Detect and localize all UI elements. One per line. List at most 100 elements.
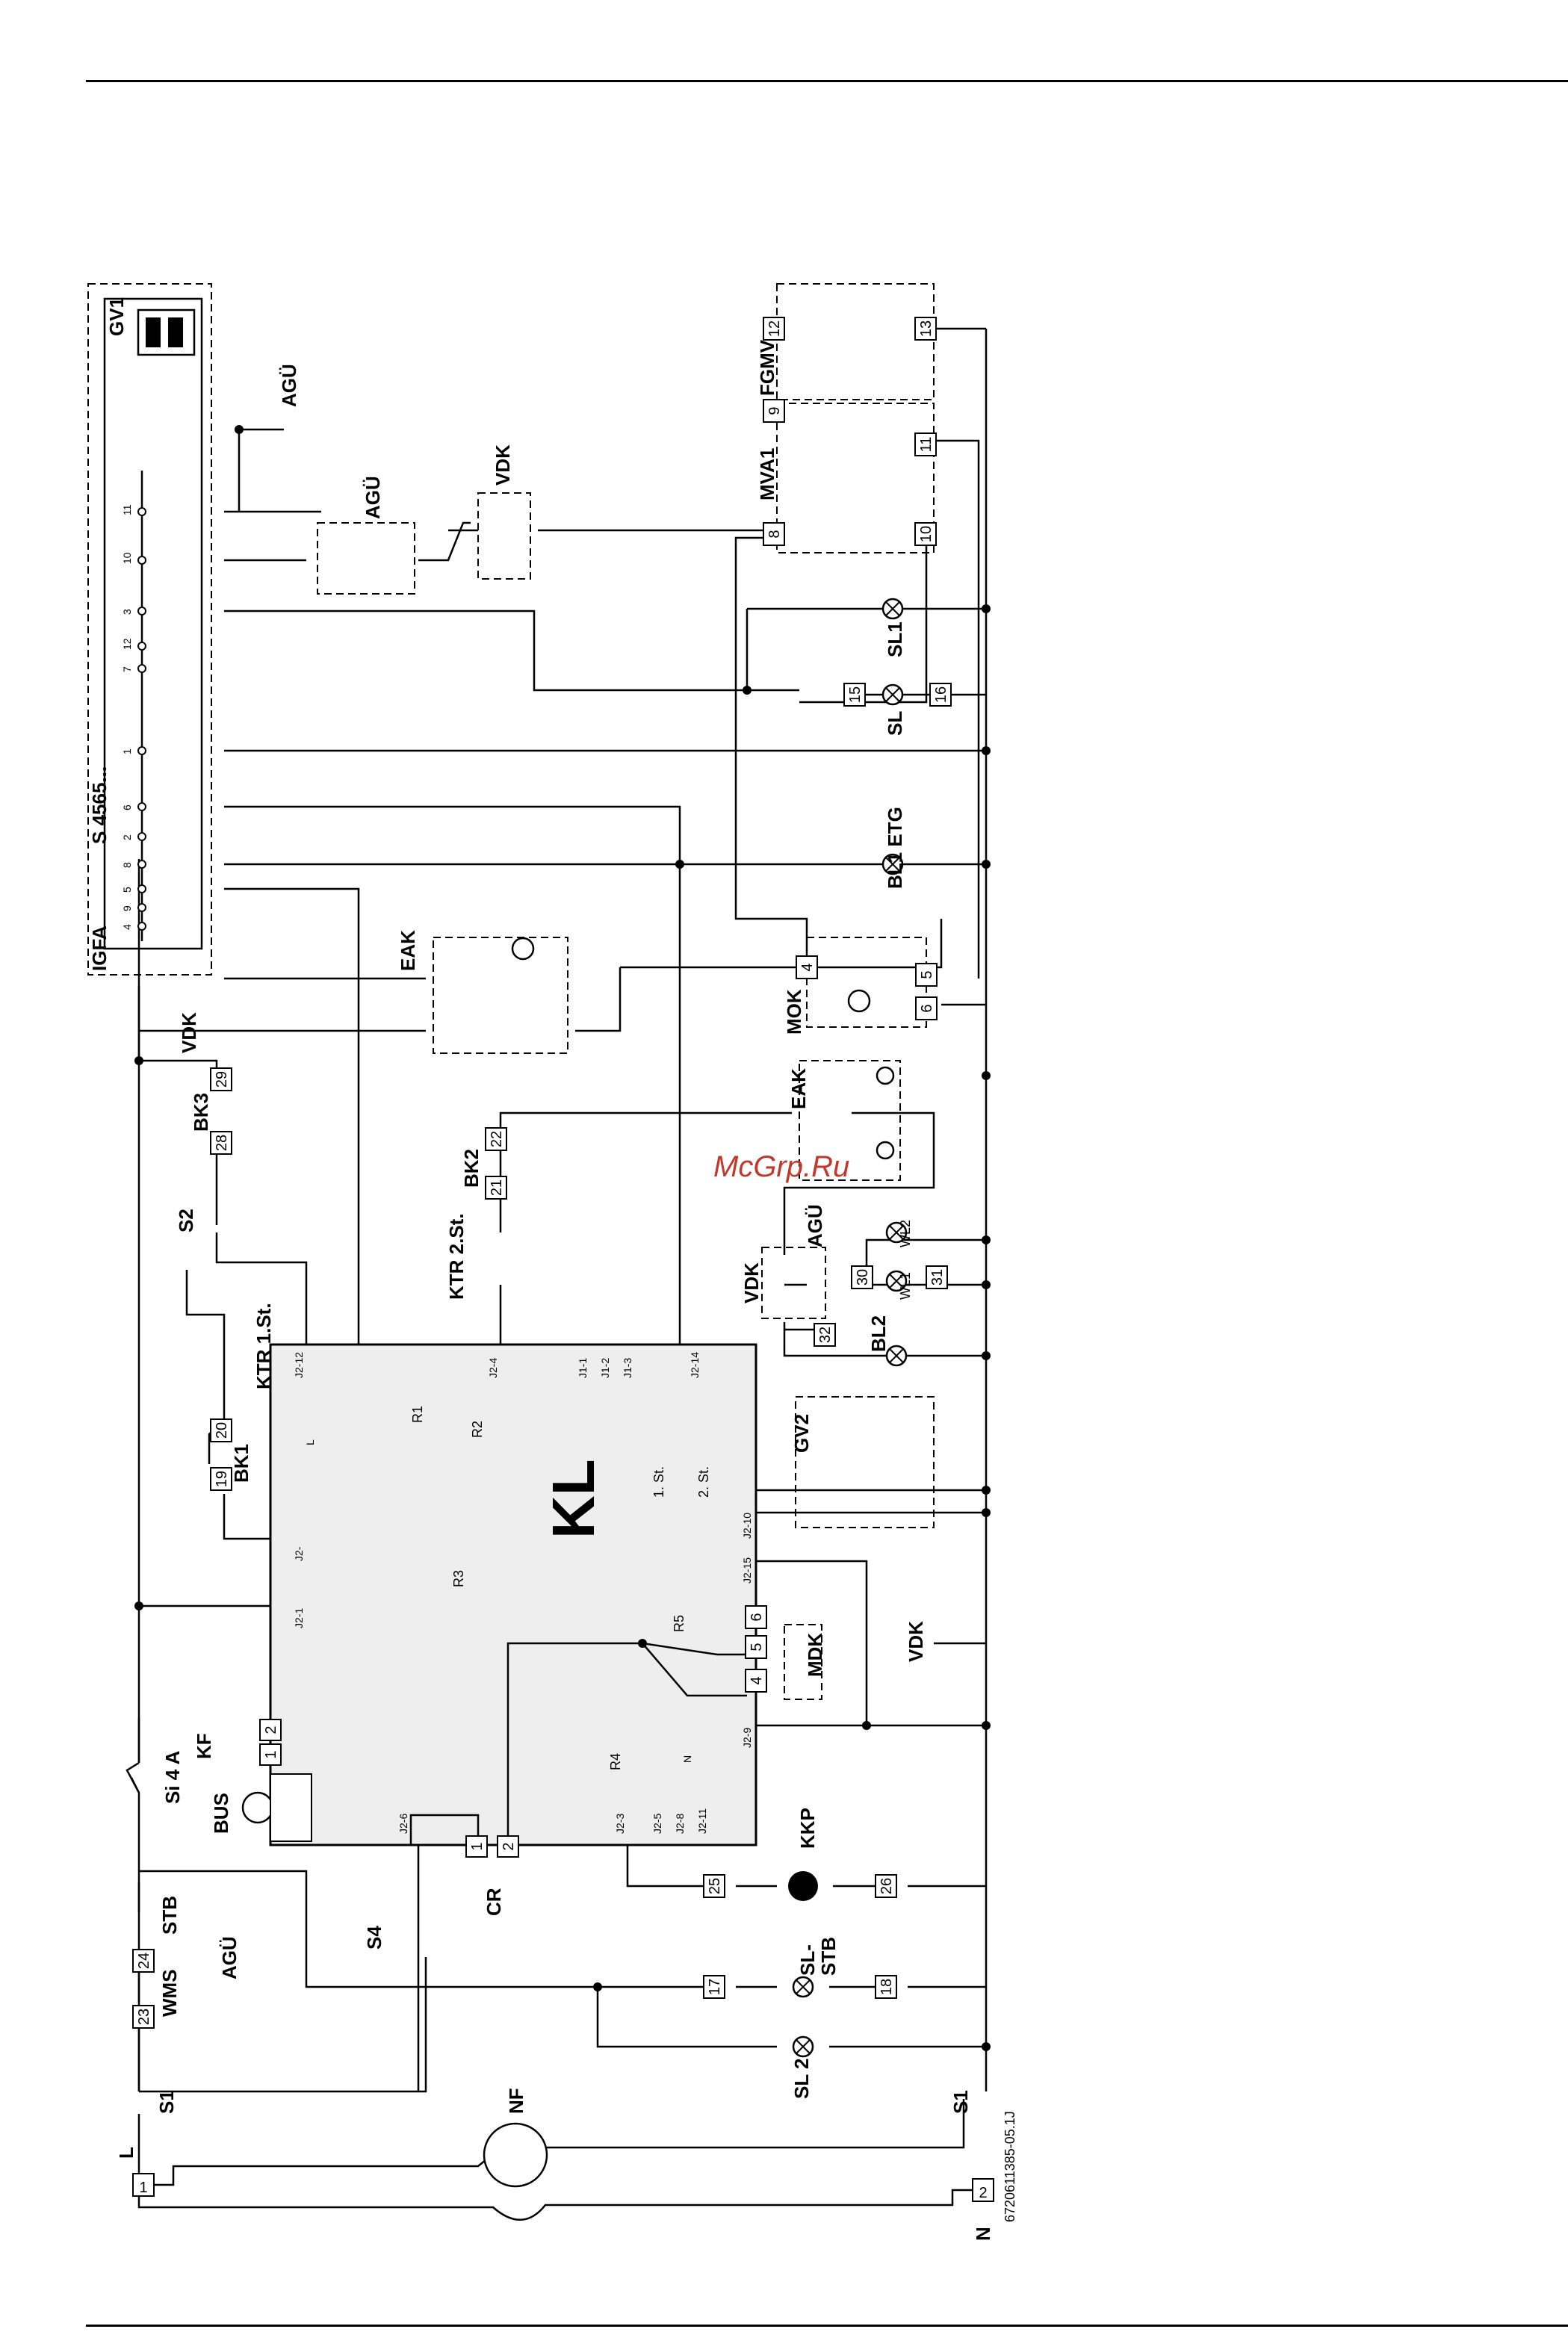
box-kf-1: 1 (263, 1750, 279, 1758)
pin-j2-5: J2-5 (651, 1814, 663, 1834)
igfa-pin-terminal (137, 922, 146, 931)
igfa-pin-terminal (137, 642, 146, 651)
vdk-top-left-label: VDK (178, 1012, 200, 1053)
n-wire (137, 2114, 982, 2221)
box-12: 12 (766, 320, 783, 337)
box-23: 23 (136, 2009, 152, 2025)
stb-label: STB (158, 1896, 181, 1935)
sl-stb-label-1: SL- (796, 1944, 819, 1976)
box-30: 30 (855, 1269, 871, 1286)
fgmv-label: FGMV (756, 339, 778, 396)
box-20: 20 (214, 1422, 230, 1439)
igfa-pin-terminal (137, 832, 146, 841)
box-15: 15 (847, 686, 864, 703)
igfa-pin-1: 1 (121, 748, 133, 754)
bk1-label: BK1 (230, 1444, 252, 1483)
pin-j2-9: J2-9 (741, 1728, 753, 1748)
igfa-pin-4: 4 (121, 924, 133, 930)
box-mok-4: 4 (799, 963, 816, 971)
vdk-bottom-label: VDK (905, 1621, 927, 1662)
pin-j2-10: J2-10 (741, 1513, 753, 1539)
box-31: 31 (929, 1269, 946, 1286)
pin-j2-15: J2-15 (741, 1557, 753, 1584)
igfa-pin-11: 11 (121, 504, 133, 515)
igfa-pin-terminal (137, 556, 146, 565)
box-5: 5 (749, 1643, 765, 1651)
box-13: 13 (918, 320, 935, 337)
pin-j2-11: J2-11 (696, 1808, 708, 1834)
box-cr-2: 2 (501, 1842, 517, 1850)
kkp-label: KKP (796, 1808, 819, 1849)
box-10: 10 (918, 526, 935, 542)
box-cr-1: 1 (469, 1842, 486, 1850)
s2-label: S2 (175, 1209, 197, 1232)
box-9: 9 (766, 406, 783, 415)
sl2-label: SL 2 (790, 2059, 813, 2099)
box-26: 26 (878, 1878, 895, 1894)
igfa-pin-terminal (137, 860, 146, 869)
agu-left-label: AGÜ (362, 476, 384, 519)
box-29: 29 (214, 1071, 230, 1088)
s4-label: S4 (363, 1926, 385, 1950)
nf-filter (483, 2122, 548, 2188)
stage1-label: 1. St. (651, 1466, 666, 1498)
igfa-label: IGFA (88, 925, 111, 971)
igfa-pin-terminal (137, 607, 146, 615)
igfa-dashed-box (87, 283, 212, 976)
pin-j1-1: J1-1 (577, 1358, 589, 1378)
box-6: 6 (749, 1613, 765, 1621)
box-8: 8 (766, 530, 783, 538)
vdk-mid-label: VDK (740, 1262, 763, 1303)
ktr1-label: KTR 1.St. (252, 1303, 275, 1389)
box-25: 25 (707, 1878, 723, 1894)
eak-mid-dashed-box (799, 1060, 901, 1181)
agu-top-dashed-box (317, 522, 415, 595)
box-4: 4 (749, 1676, 765, 1684)
bl2-label: BL2 (867, 1315, 890, 1352)
igfa-pin-terminal (137, 507, 146, 516)
pin-j2-blank: J2- (293, 1546, 305, 1561)
bl1-etg-label: BL1 ETG (884, 807, 906, 889)
box-mok-5: 5 (919, 970, 935, 979)
box-21: 21 (489, 1179, 505, 1196)
igfa-pin-2: 2 (121, 834, 133, 840)
igfa-pin-terminal (137, 746, 146, 755)
kl-label: KL (540, 1459, 607, 1539)
r4-label: R4 (608, 1753, 623, 1770)
r1-label: R1 (410, 1406, 425, 1423)
bk2-label: BK2 (460, 1149, 483, 1188)
igfa-pin-12: 12 (121, 638, 133, 650)
igfa-pin-6: 6 (121, 804, 133, 810)
box-18: 18 (878, 1979, 895, 1995)
bus-label: BUS (210, 1793, 232, 1834)
gv2-dashed-box (795, 1396, 935, 1528)
pin-j2-14: J2-14 (689, 1352, 701, 1378)
vdk-top-label: VDK (492, 444, 514, 486)
box-32: 32 (817, 1327, 834, 1343)
igfa-pin-8: 8 (121, 862, 133, 868)
igfa-pin-terminal (137, 664, 146, 673)
ktr2-label: KTR 2.St. (445, 1213, 468, 1300)
bk3-label: BK3 (190, 1093, 212, 1132)
r2-label: R2 (470, 1421, 485, 1438)
sl1-label: SL1 (884, 621, 906, 657)
mdk-dashed-box (784, 1624, 822, 1700)
gv1-label: GV1 (105, 297, 128, 336)
box-11: 11 (918, 437, 935, 453)
mva1-dashed-box (776, 403, 935, 553)
eak-top-dashed-box (433, 937, 568, 1054)
r3-label: R3 (451, 1570, 466, 1587)
box-mok-6: 6 (919, 1004, 935, 1012)
l-wire (149, 2099, 965, 2186)
igfa-pin-7: 7 (121, 666, 133, 672)
mdk-label: MDK (804, 1633, 826, 1677)
mva1-label: MVA1 (756, 448, 778, 500)
wl2-label: WL2 (898, 1220, 913, 1247)
mok-label: MOK (783, 989, 805, 1035)
bottom-rule (86, 2325, 1568, 2327)
mok-dashed-box (806, 937, 927, 1028)
agu-top-label: AGÜ (278, 364, 300, 407)
